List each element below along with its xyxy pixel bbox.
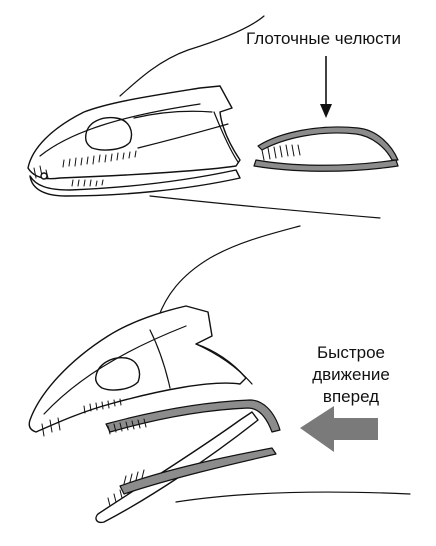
- bottom-eel-body-outline: [157, 225, 301, 319]
- top-skull: [27, 85, 241, 180]
- bottom-front-fangs: [41, 417, 61, 437]
- bottom-pharyngeal-upper: [105, 399, 281, 433]
- bottom-eel-throat-outline: [175, 491, 411, 503]
- bottom-skull-quadrate: [195, 343, 253, 385]
- top-skull-quadrate: [213, 111, 239, 163]
- top-upper-teeth: [62, 150, 137, 168]
- top-lower-jaw: [29, 169, 241, 197]
- top-lower-teeth: [71, 179, 104, 187]
- bottom-skull-orbit: [94, 357, 141, 391]
- top-skull-orbit: [84, 116, 133, 151]
- bottom-pharyngeal-jaws: [105, 399, 281, 495]
- label-fast-motion-line2: движение: [312, 365, 390, 384]
- bottom-skull-ridge-2: [149, 329, 171, 389]
- bottom-skull-ridge: [43, 325, 187, 415]
- top-eel-throat-outline: [149, 195, 381, 219]
- bottom-pharyngeal-lower-teeth: [123, 469, 145, 485]
- top-pharyngeal-teeth: [261, 144, 301, 161]
- bottom-pharyngeal-lower: [119, 447, 277, 495]
- bottom-panel-eel-striking: [28, 225, 411, 524]
- top-eel-body-outline: [119, 15, 265, 97]
- label-fast-motion-line1: Быстрое: [316, 343, 386, 362]
- top-panel-eel-resting: [27, 15, 399, 219]
- top-pharyngeal-jaws: [253, 126, 399, 172]
- down-arrow-icon: [320, 56, 332, 118]
- label-pharyngeal-jaws: Глоточные челюсти: [246, 29, 401, 48]
- bottom-upper-teeth: [83, 398, 122, 414]
- label-fast-motion-line3: вперед: [322, 387, 380, 406]
- left-arrow-icon: [300, 406, 378, 452]
- top-pharyngeal-lower: [253, 159, 399, 172]
- bottom-pharyngeal-teeth: [107, 418, 147, 435]
- top-nostril: [40, 172, 48, 180]
- top-pharyngeal-upper: [257, 126, 399, 161]
- top-skull-ridge-2: [133, 110, 213, 119]
- bottom-lower-teeth: [107, 481, 135, 507]
- top-skull-ridge: [39, 103, 201, 157]
